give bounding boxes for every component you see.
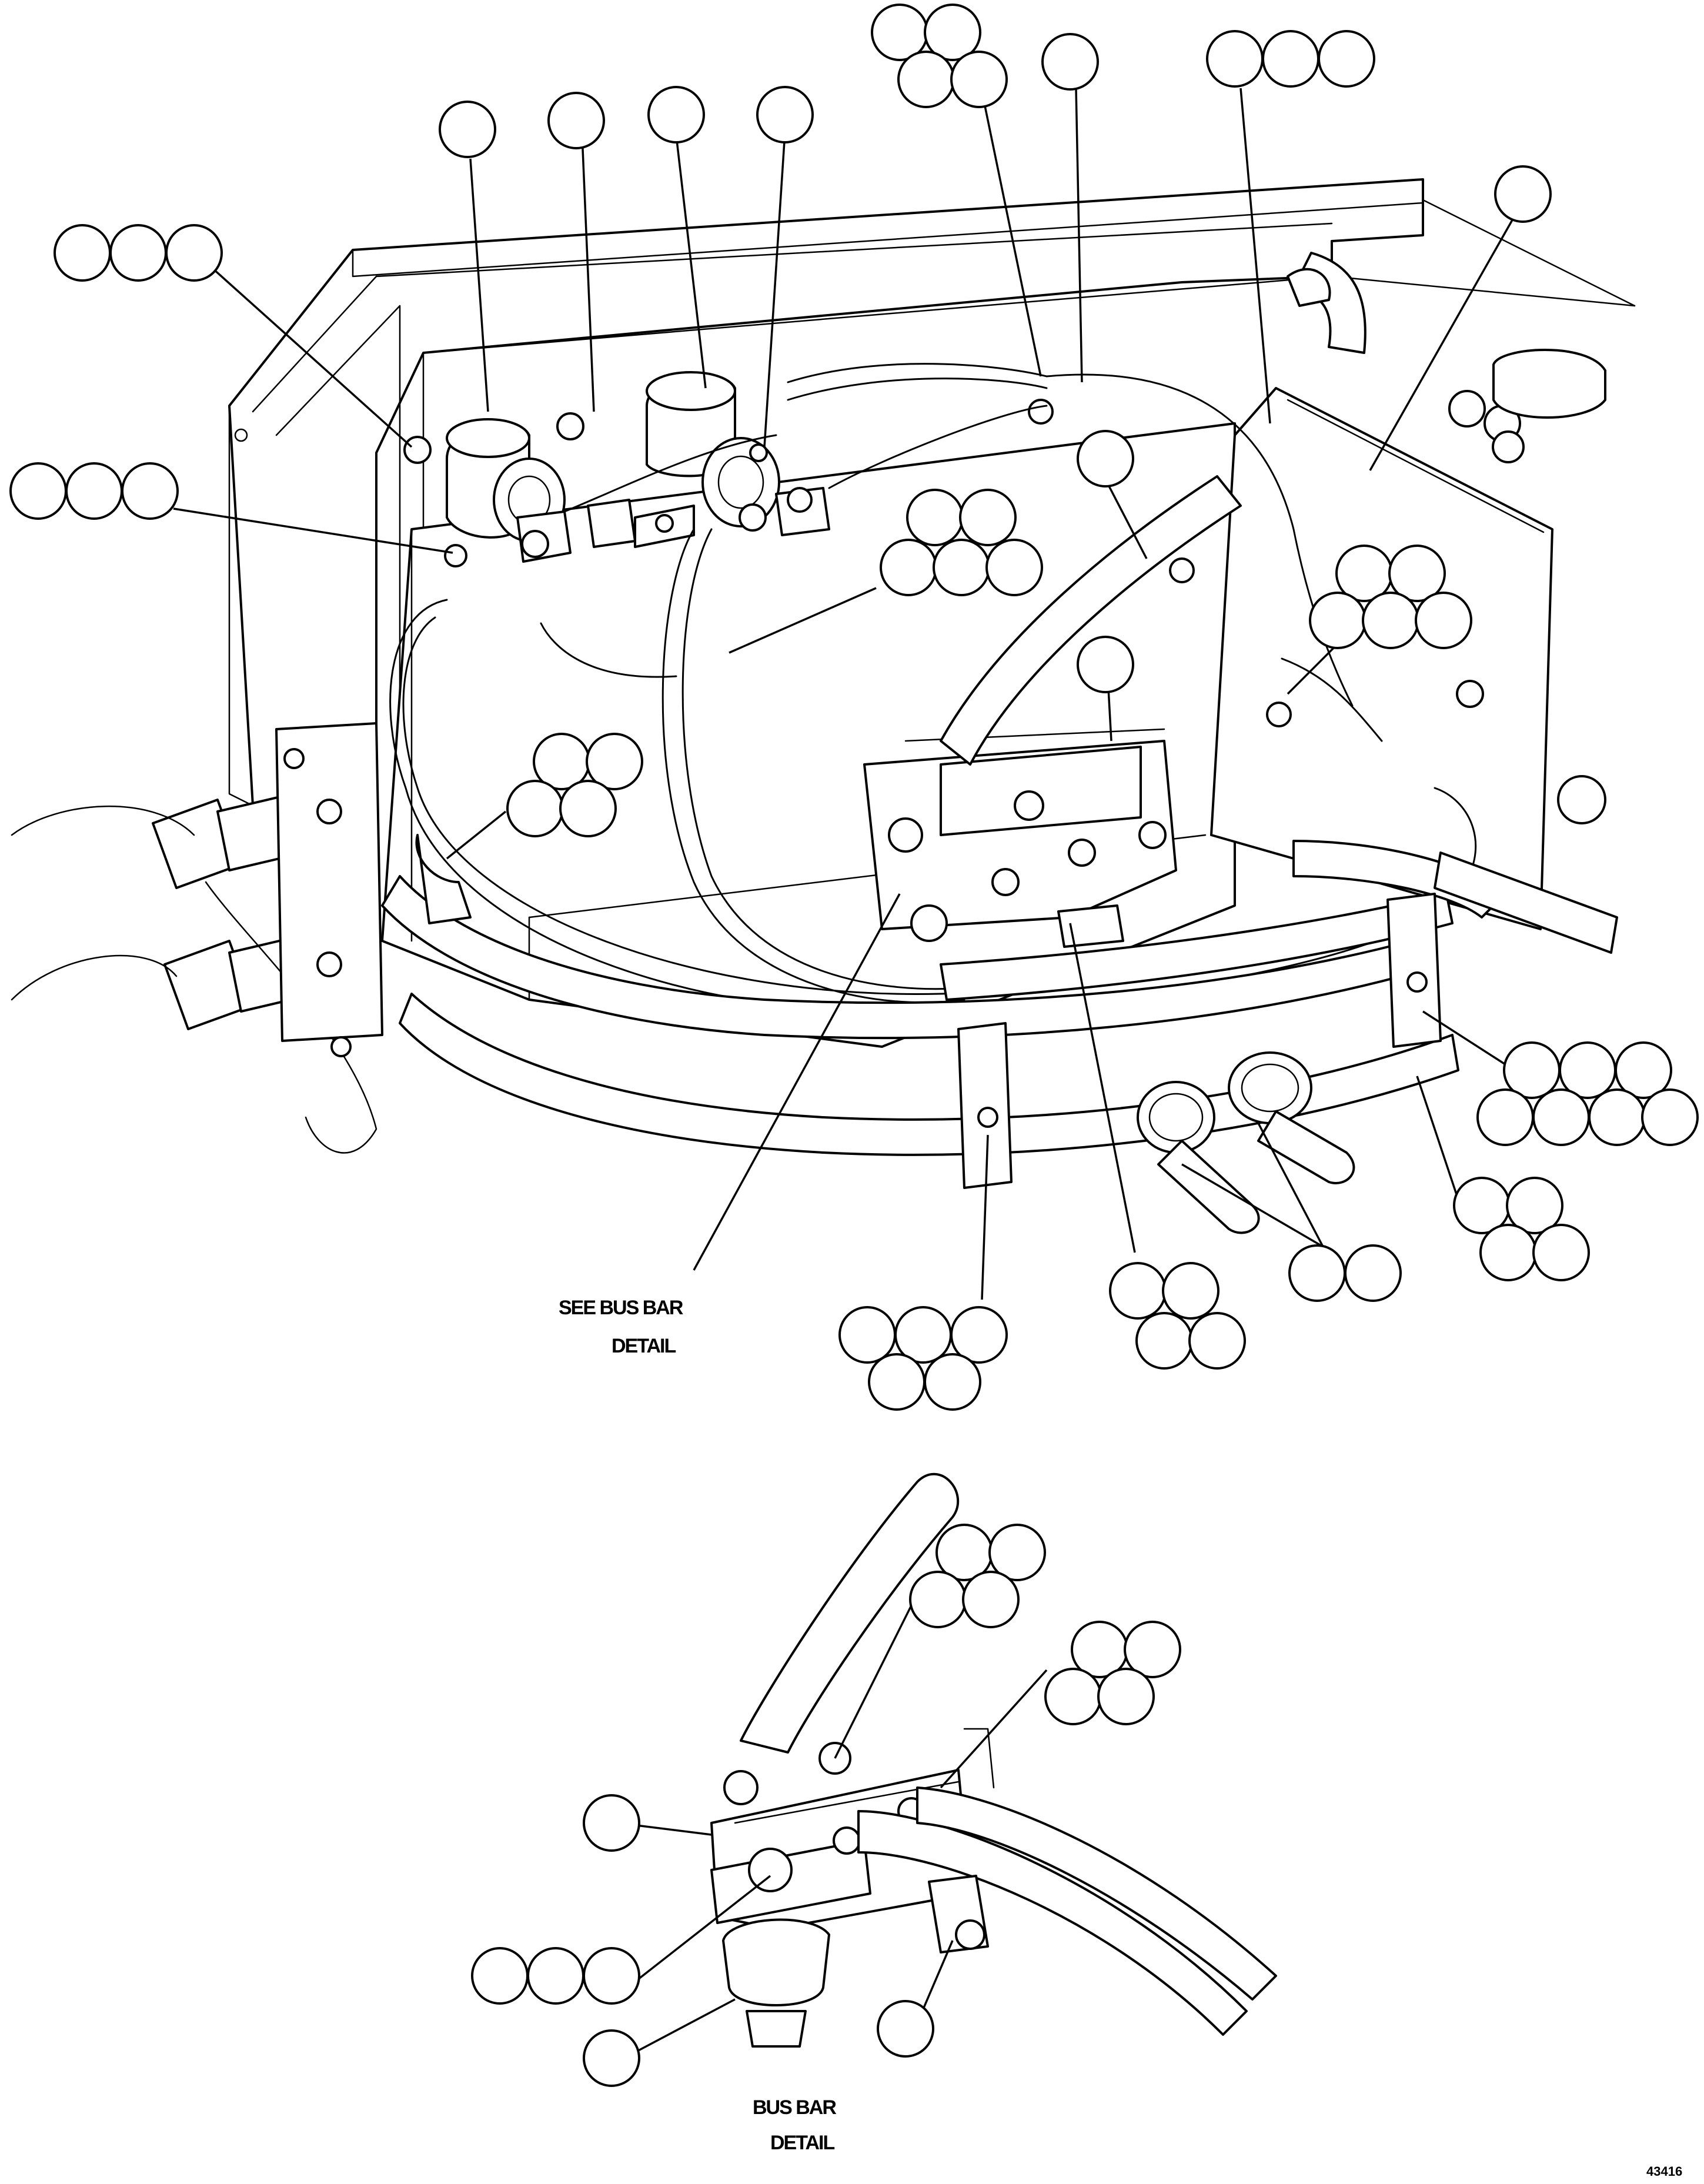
diagonal-conduit [940,252,1366,766]
callout-group-left-three [9,462,179,520]
callout-group-center-clamp-five [1109,1262,1246,1370]
solenoid-1 [446,418,636,563]
callout-group-clip-five [880,489,1043,596]
bus-bar-detail-title: BUS BAR [753,2096,836,2119]
callout-group-right-clip-five [1309,545,1472,649]
callout-group-top-left-three [54,224,223,282]
main-assembly [11,178,1636,1234]
callout-group-right-clamp-seven [1476,1041,1699,1146]
hose-clamps [415,834,1442,1189]
see-bus-bar-detail-label: DETAIL [612,1335,676,1357]
callout-solenoid-2-terminal [756,86,814,143]
callout-group-detail-nut-three [471,1947,640,2005]
callout-group-bottom-clamp-five [838,1306,1008,1411]
callout-bubbles [9,4,1699,2087]
callout-solenoid-bracket [547,92,605,149]
callout-group-detail-bolt-four [909,1524,1046,1628]
solenoid-2 [634,371,830,548]
callout-bracket-mid [1077,636,1134,693]
right-panel [1210,349,1606,930]
callout-detail-fuse [583,2029,640,2087]
callout-group-top-right-three [1206,30,1375,88]
figure-number: 43416 [1646,2164,1682,2179]
callout-right-panel [1494,165,1552,223]
see-bus-bar-label: SEE BUS BAR [559,1297,683,1319]
callout-group-top-four [871,4,1008,108]
callout-group-connectors-two [1288,1244,1402,1302]
bus-bar-detail-subtitle: DETAIL [770,2132,834,2154]
callout-solenoid-2 [647,86,705,143]
main-bus-bar [863,728,1177,948]
bus-bar-detail [710,1472,1277,2048]
leader-lines [173,88,1518,2053]
outlet-connectors [1137,1051,1355,1234]
callout-solenoid-1 [439,101,496,158]
callout-detail-cable [877,2000,934,2058]
callout-panel-cover [1041,33,1099,91]
callout-group-left-clamp-four [506,733,643,837]
callout-cable-upper [1077,430,1134,487]
callout-group-detail-clamp-four [1044,1621,1181,1725]
left-plugs [11,722,383,1154]
callout-group-right-lower-four [1453,1177,1590,1281]
callout-detail-busbar [583,1794,640,1852]
